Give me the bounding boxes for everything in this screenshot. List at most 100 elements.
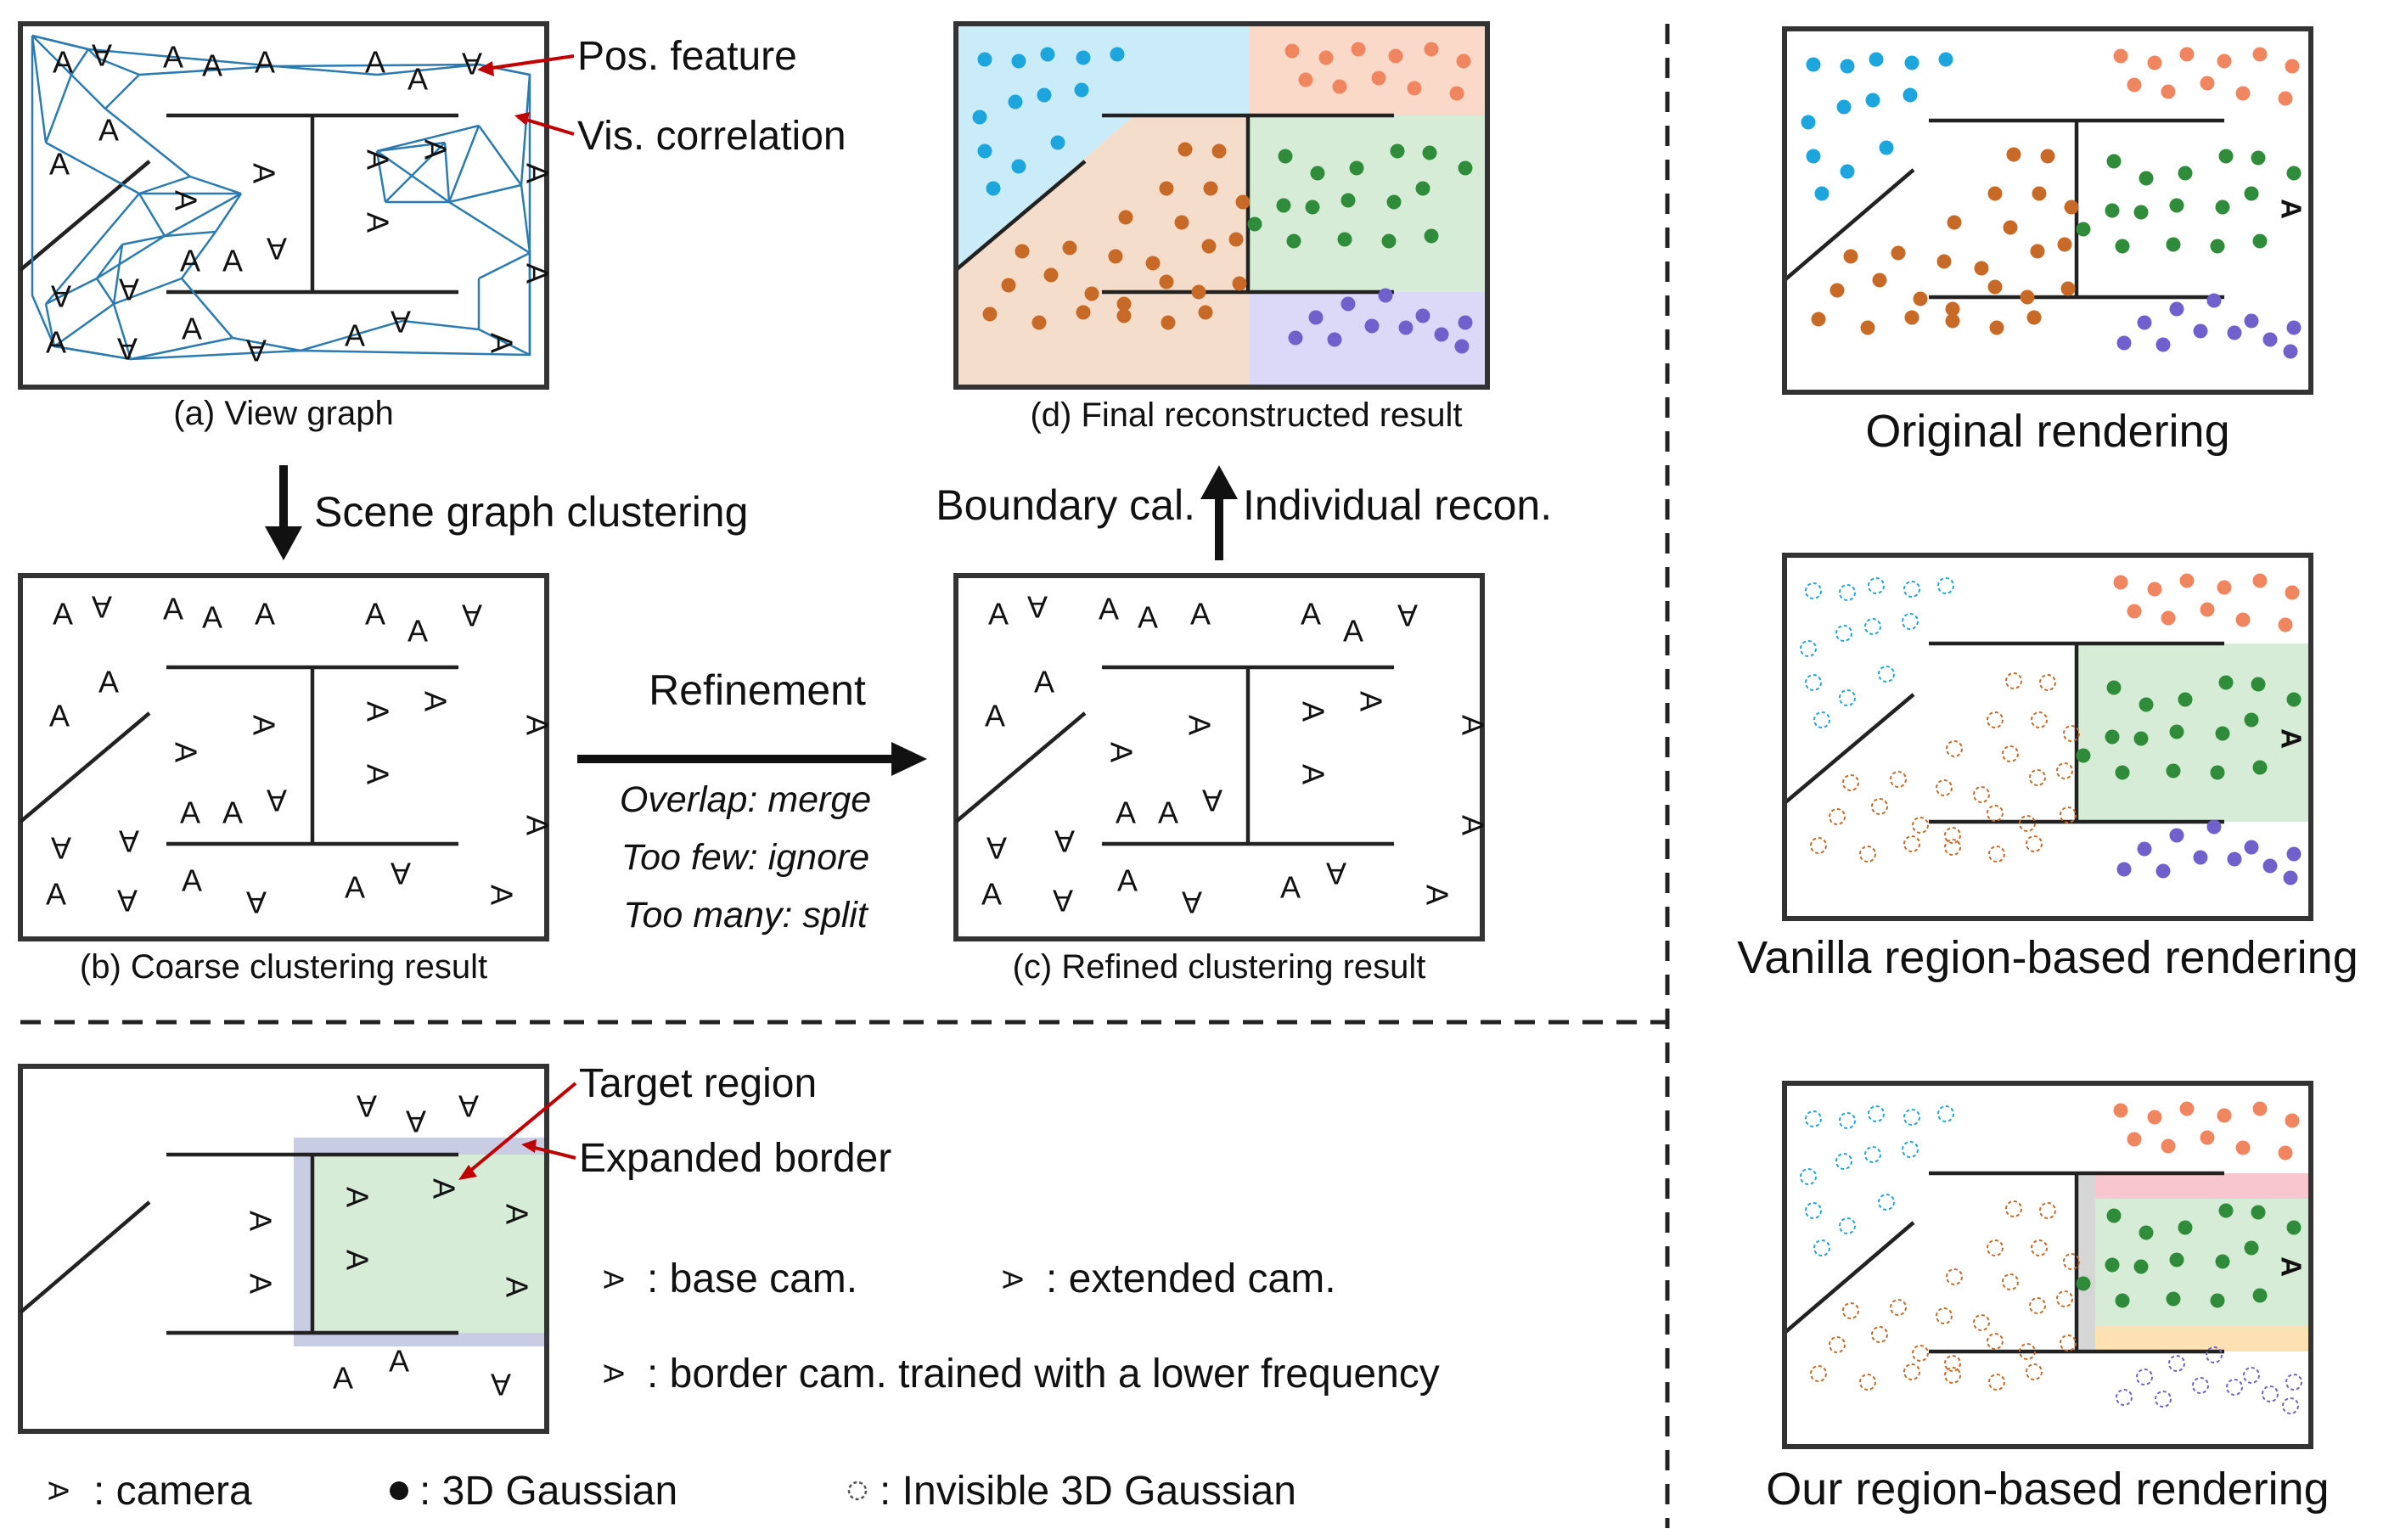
camera-icon: A — [180, 244, 200, 278]
gaussian — [1422, 145, 1437, 160]
invisible-gaussian — [1810, 1365, 1827, 1382]
gaussian-label: : 3D Gaussian — [419, 1469, 677, 1514]
invisible-gaussian — [2060, 807, 2077, 823]
peach-border-strip — [2095, 1326, 2311, 1352]
invisible-gaussian — [1839, 1112, 1856, 1129]
camera-icon: A — [49, 699, 70, 733]
gaussian — [1037, 87, 1052, 103]
camera-icon: A — [1455, 815, 1490, 835]
viewing-camera-glyph: A — [2275, 728, 2307, 749]
invisible-gaussian — [2039, 674, 2056, 691]
expanded-border-pointer — [527, 1144, 576, 1160]
camera-icon: A — [391, 304, 411, 339]
camera-icon: A — [168, 742, 203, 762]
invisible-gaussian — [1944, 1355, 1961, 1372]
gaussian — [1904, 310, 1919, 325]
invisible-gaussian — [1973, 1314, 1990, 1331]
gaussian-points — [1800, 1101, 2302, 1414]
invisible-gaussian — [1912, 817, 1929, 834]
view-graph-edges — [31, 34, 531, 361]
base-cam-glyph: A — [598, 1270, 629, 1289]
gaussian — [2139, 1225, 2154, 1240]
invisible-gaussian — [1890, 1299, 1907, 1316]
camera-icon: A — [267, 231, 287, 266]
pos-feature-label: Pos. feature — [577, 34, 797, 79]
target-region-pointer — [464, 1082, 577, 1177]
gaussian — [2113, 575, 2128, 590]
graph-edge — [96, 56, 140, 76]
camera-icon: A — [53, 597, 73, 632]
gaussian — [2166, 1291, 2181, 1307]
pink-border-strip — [2095, 1173, 2311, 1199]
gaussian — [1458, 315, 1473, 330]
graph-edge — [53, 302, 115, 348]
invisible-gaussian — [2285, 1374, 2302, 1391]
invisible-gaussian — [2063, 725, 2080, 742]
gaussian — [1159, 181, 1174, 196]
gaussian — [2217, 580, 2232, 595]
gaussian — [2286, 846, 2302, 862]
refinement-arrow-head — [891, 742, 927, 776]
invisible-gaussian — [2005, 1200, 2022, 1217]
camera-icon: A — [246, 885, 267, 919]
invisible-gaussian — [1878, 1194, 1895, 1211]
gaussian — [2006, 147, 2021, 162]
gaussian — [1378, 288, 1393, 303]
gaussian — [1830, 283, 1845, 298]
gaussian — [2235, 1140, 2251, 1155]
gaussian — [2147, 582, 2162, 597]
graph-edge — [104, 74, 140, 110]
camera-icon: A — [1034, 665, 1054, 700]
gaussian — [1989, 320, 2004, 335]
gaussian — [1947, 215, 1962, 230]
graph-edge — [45, 277, 98, 306]
invisible-gaussian — [2039, 1202, 2056, 1219]
gaussian-points — [1800, 573, 2302, 885]
gaussian — [2285, 59, 2300, 74]
boundary-cal-label: Boundary cal. — [936, 481, 1195, 529]
camera-icon: A — [1280, 870, 1301, 905]
camera-icon: A — [484, 885, 519, 905]
camera-icon: A — [389, 1344, 409, 1379]
invisible-gaussian — [2116, 1389, 2133, 1406]
gaussian — [2285, 585, 2300, 600]
border-cam-glyph: A — [598, 1364, 629, 1383]
gaussian — [2137, 315, 2152, 330]
camera-icon: A — [202, 48, 222, 83]
camera-icon: A — [520, 263, 554, 284]
gaussian — [2252, 1101, 2268, 1116]
invisible-gaussian — [2226, 1379, 2243, 1396]
camera-icon: A — [246, 333, 267, 368]
graph-edge — [402, 319, 480, 331]
camera-icon: A — [391, 856, 411, 891]
panel-e-frame — [18, 1064, 549, 1434]
gaussian — [1891, 245, 1906, 261]
gaussian — [1232, 276, 1247, 291]
gaussian — [1879, 140, 1894, 155]
gaussian — [2235, 86, 2251, 101]
gaussian — [2252, 760, 2268, 775]
invisible-gaussian — [1859, 846, 1876, 863]
gaussian — [2210, 239, 2225, 254]
camera-icon: A — [406, 1104, 426, 1138]
camera-icon: A — [92, 589, 112, 624]
invisible-gaussian — [1946, 1268, 1963, 1285]
invisible-gaussian — [1878, 666, 1895, 683]
invisible-gaussian-label: : Invisible 3D Gaussian — [880, 1469, 1296, 1514]
camera-icon: A — [499, 1204, 534, 1224]
panel-original-rendering: A Original rendering — [1782, 26, 2313, 457]
target-region-arrowhead — [458, 1165, 477, 1180]
gaussian — [1116, 296, 1132, 312]
invisible-gaussian — [1810, 837, 1827, 854]
camera-icon: A — [462, 46, 482, 81]
gaussian — [1318, 50, 1334, 65]
region-blue — [956, 24, 1250, 270]
gaussian — [1814, 186, 1830, 201]
graph-edge — [95, 278, 115, 305]
gaussian — [982, 306, 998, 322]
gaussian — [2251, 150, 2266, 166]
extended-cam-label: : extended cam. — [1046, 1256, 1336, 1301]
gaussian — [2215, 200, 2230, 215]
floor-plan-walls — [19, 113, 458, 295]
